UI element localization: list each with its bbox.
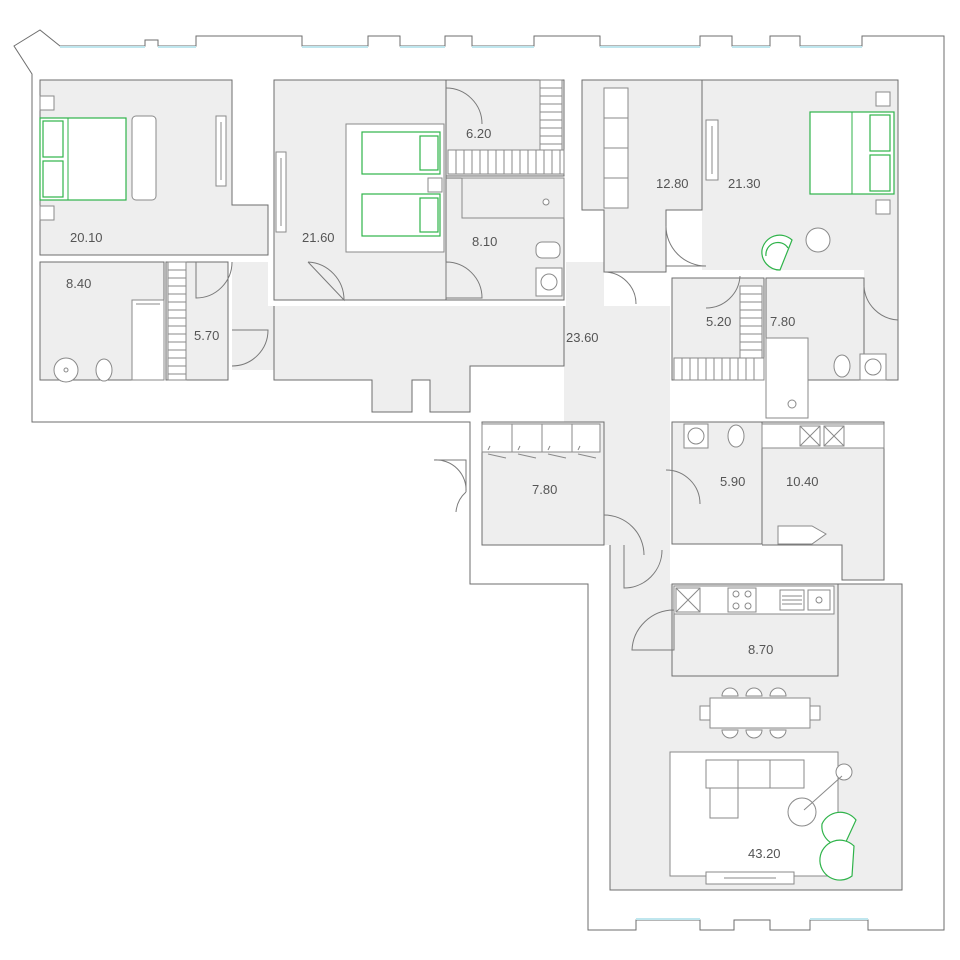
- bed-icon: [39, 117, 127, 201]
- nightstand-icon: [875, 199, 891, 215]
- area-label-laundry: 10.40: [786, 474, 819, 489]
- kitchen-counter-icon: [673, 585, 835, 615]
- area-label-hall: 23.60: [566, 330, 599, 345]
- door-closet1: [231, 329, 269, 367]
- dining-table-icon: [699, 687, 821, 739]
- door-wc: [665, 469, 701, 505]
- bidet-icon: [535, 241, 561, 259]
- shelves-icon: [603, 87, 629, 209]
- nightstand-icon: [427, 177, 443, 193]
- area-label-dressing-2: 5.20: [706, 314, 731, 329]
- door-dressing2: [705, 275, 741, 309]
- wardrobe-icon: [481, 423, 601, 459]
- area-label-study: 12.80: [656, 176, 689, 191]
- door-entry-hall: [603, 514, 645, 556]
- side-table-icon: [805, 227, 831, 253]
- area-label-living-room: 43.20: [748, 846, 781, 861]
- bed-icon: [809, 111, 895, 195]
- floor-lamp-icon: [835, 763, 853, 781]
- door-entrance-2: [455, 491, 467, 513]
- door-entrance: [433, 459, 467, 493]
- bench-icon: [131, 115, 157, 201]
- area-label-wc: 5.90: [720, 474, 745, 489]
- door-bedroom1: [195, 261, 233, 299]
- door-study: [603, 271, 637, 305]
- toilet-icon: [95, 358, 113, 382]
- area-label-closet-1: 5.70: [194, 328, 219, 343]
- armchair-icon: [761, 234, 793, 271]
- shower-icon: [765, 337, 809, 419]
- door-bedroom3: [665, 225, 707, 267]
- sink-icon: [535, 267, 563, 297]
- bathtub-icon: [131, 299, 165, 381]
- door-living: [623, 545, 663, 589]
- toilet-icon: [727, 424, 745, 448]
- area-label-bathroom-1: 8.40: [66, 276, 91, 291]
- area-label-bedroom-2: 21.60: [302, 230, 335, 245]
- area-label-bedroom-1: 20.10: [70, 230, 103, 245]
- area-labels: 20.10 8.40 5.70 21.60 6.20 8.10 23.60 12…: [66, 126, 819, 861]
- door-bathroom3: [863, 285, 899, 321]
- nightstand-icon: [39, 205, 55, 221]
- door-dressing1: [445, 87, 483, 125]
- area-label-bedroom-3: 21.30: [728, 176, 761, 191]
- nightstand-icon: [39, 95, 55, 111]
- windows: [60, 46, 868, 920]
- shelves-icon: [673, 285, 765, 381]
- door-bathroom2: [445, 261, 483, 299]
- shelves-icon: [447, 79, 565, 175]
- sofa-icon: [705, 759, 805, 819]
- ironing-board-icon: [777, 525, 827, 545]
- shelves-icon: [167, 261, 187, 381]
- area-label-bathroom-2: 8.10: [472, 234, 497, 249]
- toilet-icon: [833, 354, 851, 378]
- bed-icon: [361, 131, 441, 237]
- nightstand-icon: [875, 91, 891, 107]
- area-label-bathroom-3: 7.80: [770, 314, 795, 329]
- door-bedroom2: [307, 261, 345, 302]
- area-label-kitchen: 8.70: [748, 642, 773, 657]
- doors: [195, 87, 899, 651]
- armchair-icon: [819, 811, 857, 881]
- washing-machine-icon: [761, 423, 885, 449]
- shower-icon: [461, 177, 565, 219]
- sink-icon: [859, 353, 887, 381]
- sink-icon: [53, 357, 79, 383]
- area-label-dressing-1: 6.20: [466, 126, 491, 141]
- coffee-table-icon: [787, 797, 817, 827]
- area-label-entrance: 7.80: [532, 482, 557, 497]
